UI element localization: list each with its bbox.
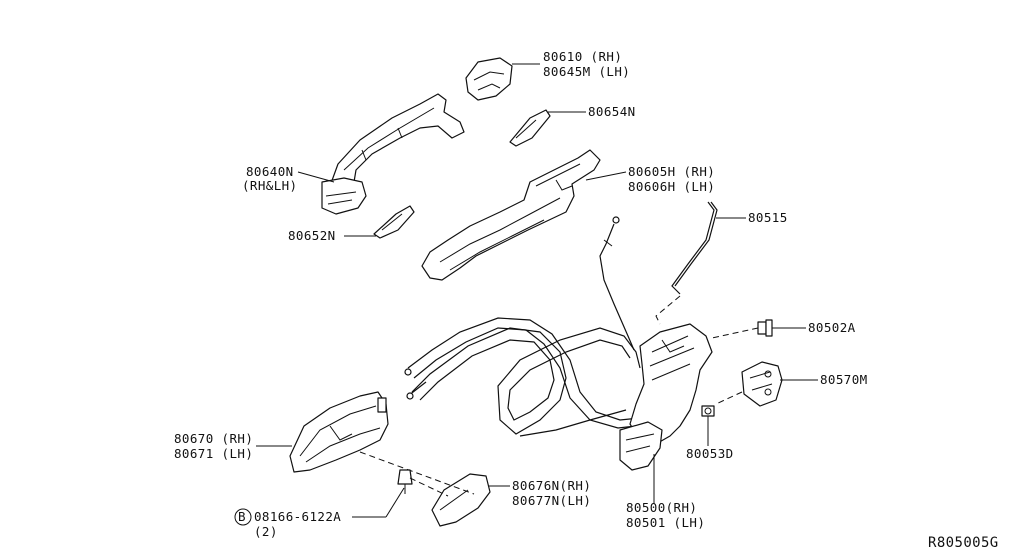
gasket-80652n [373,205,415,239]
label-80670: 80670 (RH) [174,431,253,446]
gasket-80654n [509,109,551,147]
label-80606h: 80606H (LH) [628,179,715,194]
leader-80605h [585,171,627,181]
label-80645m: 80645M (LH) [543,64,630,79]
diagram-code: R805005G [928,535,999,551]
bolt-ref-circle [234,508,252,526]
handle-bracket [421,149,601,281]
leader-08166-b [385,487,405,518]
outer-handle-cap [465,57,513,101]
bolt-ref-letter: B [238,509,246,524]
striker-80570m [715,361,783,407]
handle-escutcheon [359,451,491,527]
label-80570m: 80570M [820,372,868,387]
leader-80640n [297,171,335,183]
label-80677n: 80677N(LH) [512,493,591,508]
label-80640n: 80640N [246,164,294,179]
label-80671: 80671 (LH) [174,446,253,461]
lock-cable [599,216,635,351]
label-80500: 80500(RH) [626,500,697,515]
label-80053d: 80053D [686,446,734,461]
screw-08166 [397,469,449,497]
inside-handle-cables [404,317,641,437]
label-80502a: 80502A [808,320,856,335]
label-80676n: 80676N(RH) [512,478,591,493]
label-80652n: 80652N [288,228,336,243]
lock-rod [655,201,718,325]
inside-handle [289,391,389,473]
label-80515: 80515 [748,210,788,225]
label-80654n: 80654N [588,104,636,119]
label-80610: 80610 (RH) [543,49,622,64]
label-08166-qty: (2) [254,524,278,539]
bolt-80053d [701,405,715,417]
label-08166: 08166-6122A [254,509,341,524]
screw-80502a [711,319,773,339]
outside-handle [321,93,465,215]
label-80605h: 80605H (RH) [628,164,715,179]
label-80501: 80501 (LH) [626,515,705,530]
label-80640n-side: (RH&LH) [242,178,297,193]
